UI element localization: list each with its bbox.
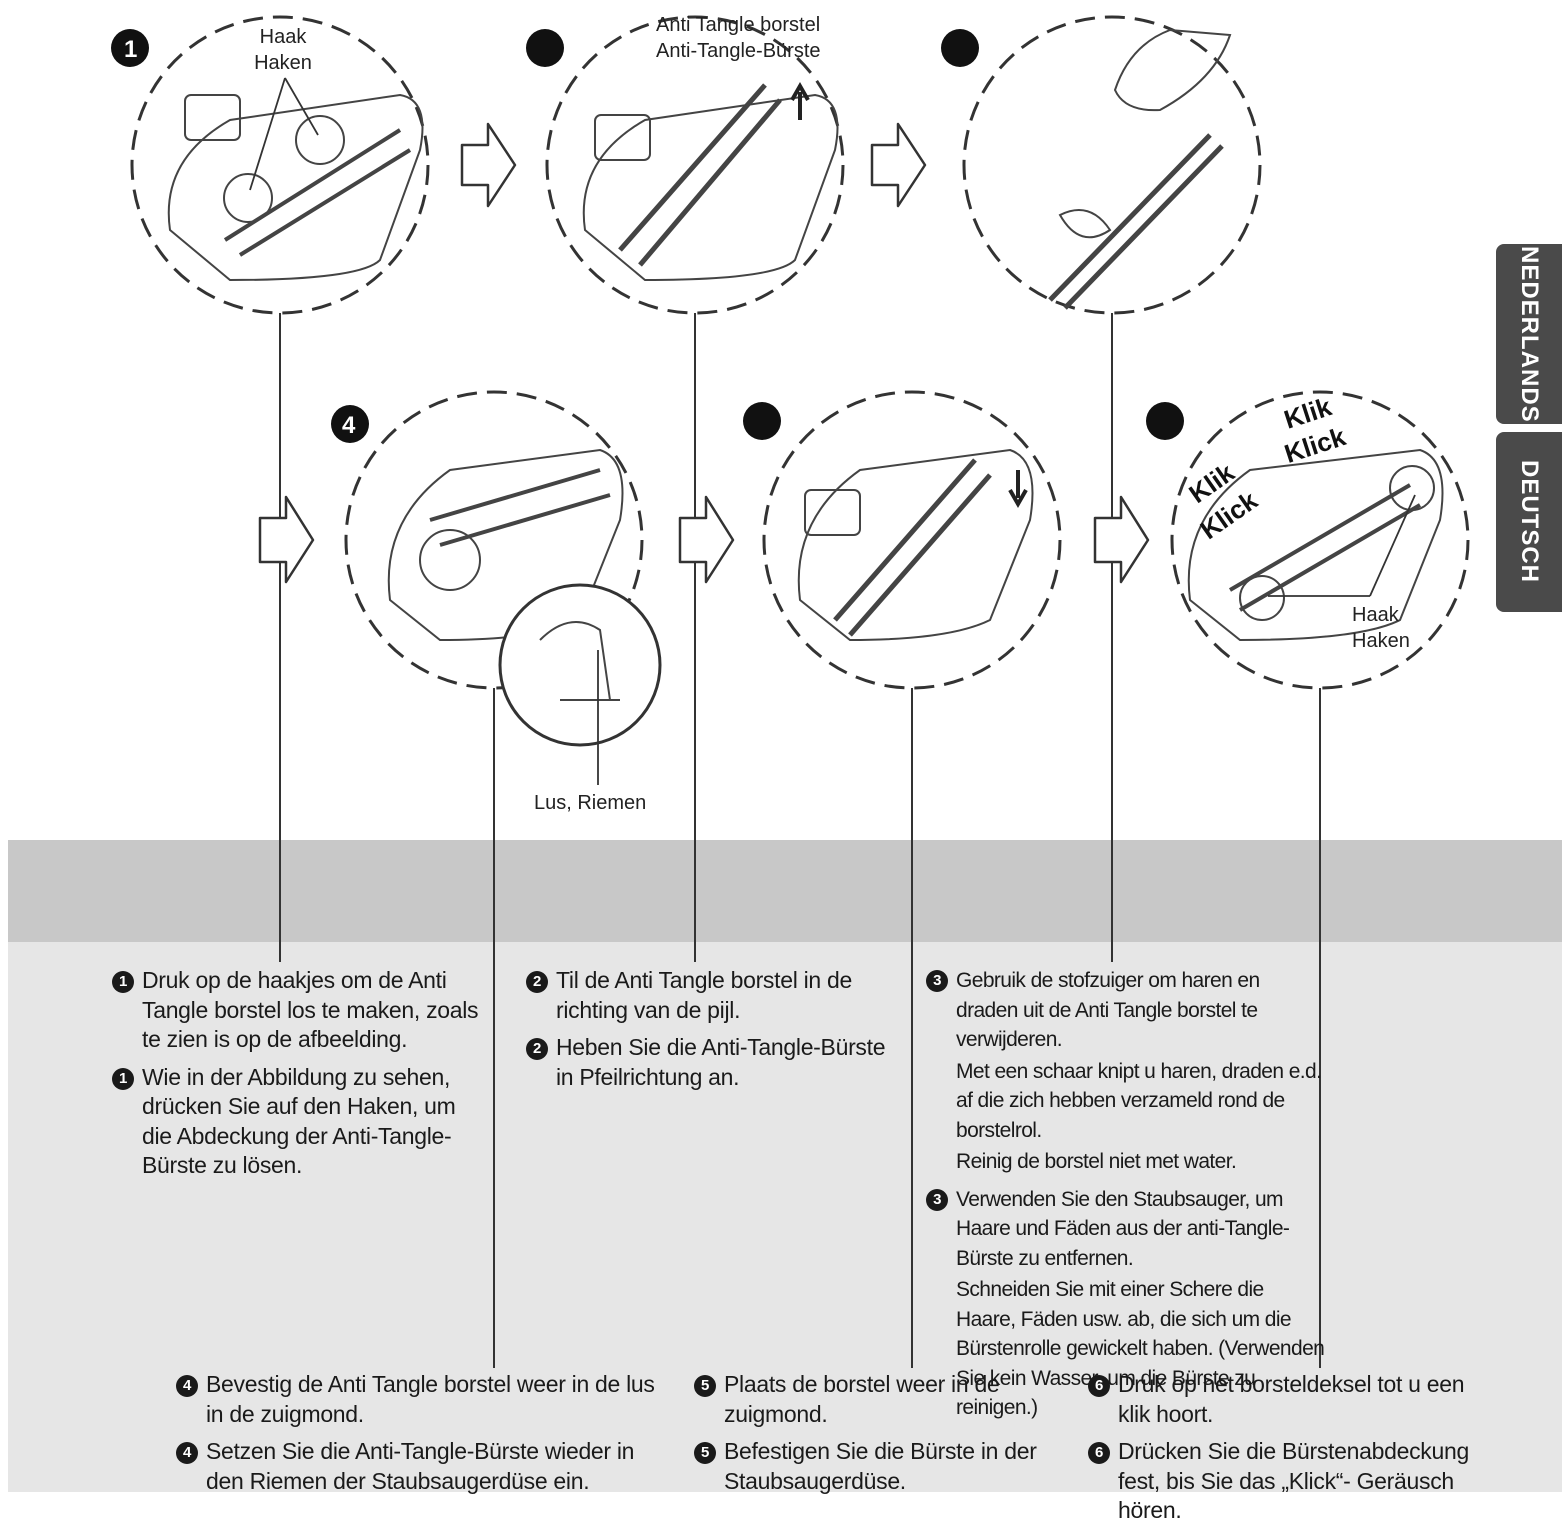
callout-hook-bottom: Haak Haken xyxy=(1352,602,1410,654)
step-3-nl-3: Reinig de borstel niet met water. xyxy=(956,1150,1237,1173)
connector-lines xyxy=(279,312,1321,1368)
tab-deutsch[interactable]: DEUTSCH xyxy=(1496,432,1562,612)
step-3-num-nl: 3 xyxy=(926,970,948,992)
callout-hook-bottom-nl: Haak xyxy=(1352,604,1399,626)
callout-brush: Anti Tangle borstel Anti-Tangle-Bürste xyxy=(656,12,821,64)
step-3-nl-2: Met een schaar knipt u haren, draden e.d… xyxy=(956,1059,1322,1142)
step-5-num-de: 5 xyxy=(694,1442,716,1464)
step-4-num-de: 4 xyxy=(176,1442,198,1464)
grey-band-dark xyxy=(8,840,1562,942)
callout-leaders xyxy=(249,77,1416,785)
step-5-num-nl: 5 xyxy=(694,1375,716,1397)
tab-nederlands[interactable]: NEDERLANDS xyxy=(1496,244,1562,424)
callout-hook-bottom-de: Haken xyxy=(1352,630,1410,652)
callout-hook-top: Haak Haken xyxy=(250,24,316,76)
callout-brush-de: Anti-Tangle-Bürste xyxy=(656,40,821,62)
step-1-num-nl: 1 xyxy=(112,971,134,993)
badge-4-label: 4 xyxy=(342,412,356,439)
step-2-num-de: 2 xyxy=(526,1038,548,1060)
flow-arrows xyxy=(258,122,1150,584)
step-2-num-nl: 2 xyxy=(526,971,548,993)
step-3-de-2: Schneiden Sie mit einer Schere die Haare… xyxy=(956,1278,1325,1419)
dashed-circles xyxy=(130,15,1470,690)
instruction-illustration: 1 4 xyxy=(8,15,1562,1492)
callout-loop: Lus, Riemen xyxy=(534,792,647,814)
nozzle-drawings xyxy=(167,28,1444,747)
step-3-num-de: 3 xyxy=(926,1188,948,1211)
step-6-num-de: 6 xyxy=(1088,1442,1110,1464)
tab-deutsch-label: DEUTSCH xyxy=(1516,460,1543,584)
tab-nederlands-label: NEDERLANDS xyxy=(1516,245,1543,423)
callout-hook-top-nl: Haak xyxy=(259,26,307,48)
callout-brush-nl: Anti Tangle borstel xyxy=(656,14,821,36)
step-1-num-de: 1 xyxy=(112,1067,134,1090)
grey-band-light xyxy=(8,942,1562,1492)
callout-hook-top-de: Haken xyxy=(254,52,312,74)
step-6-num-nl: 6 xyxy=(1088,1375,1110,1397)
step-badges xyxy=(111,29,1184,443)
badge-1-label: 1 xyxy=(124,36,137,63)
step-4-num-nl: 4 xyxy=(176,1375,198,1397)
